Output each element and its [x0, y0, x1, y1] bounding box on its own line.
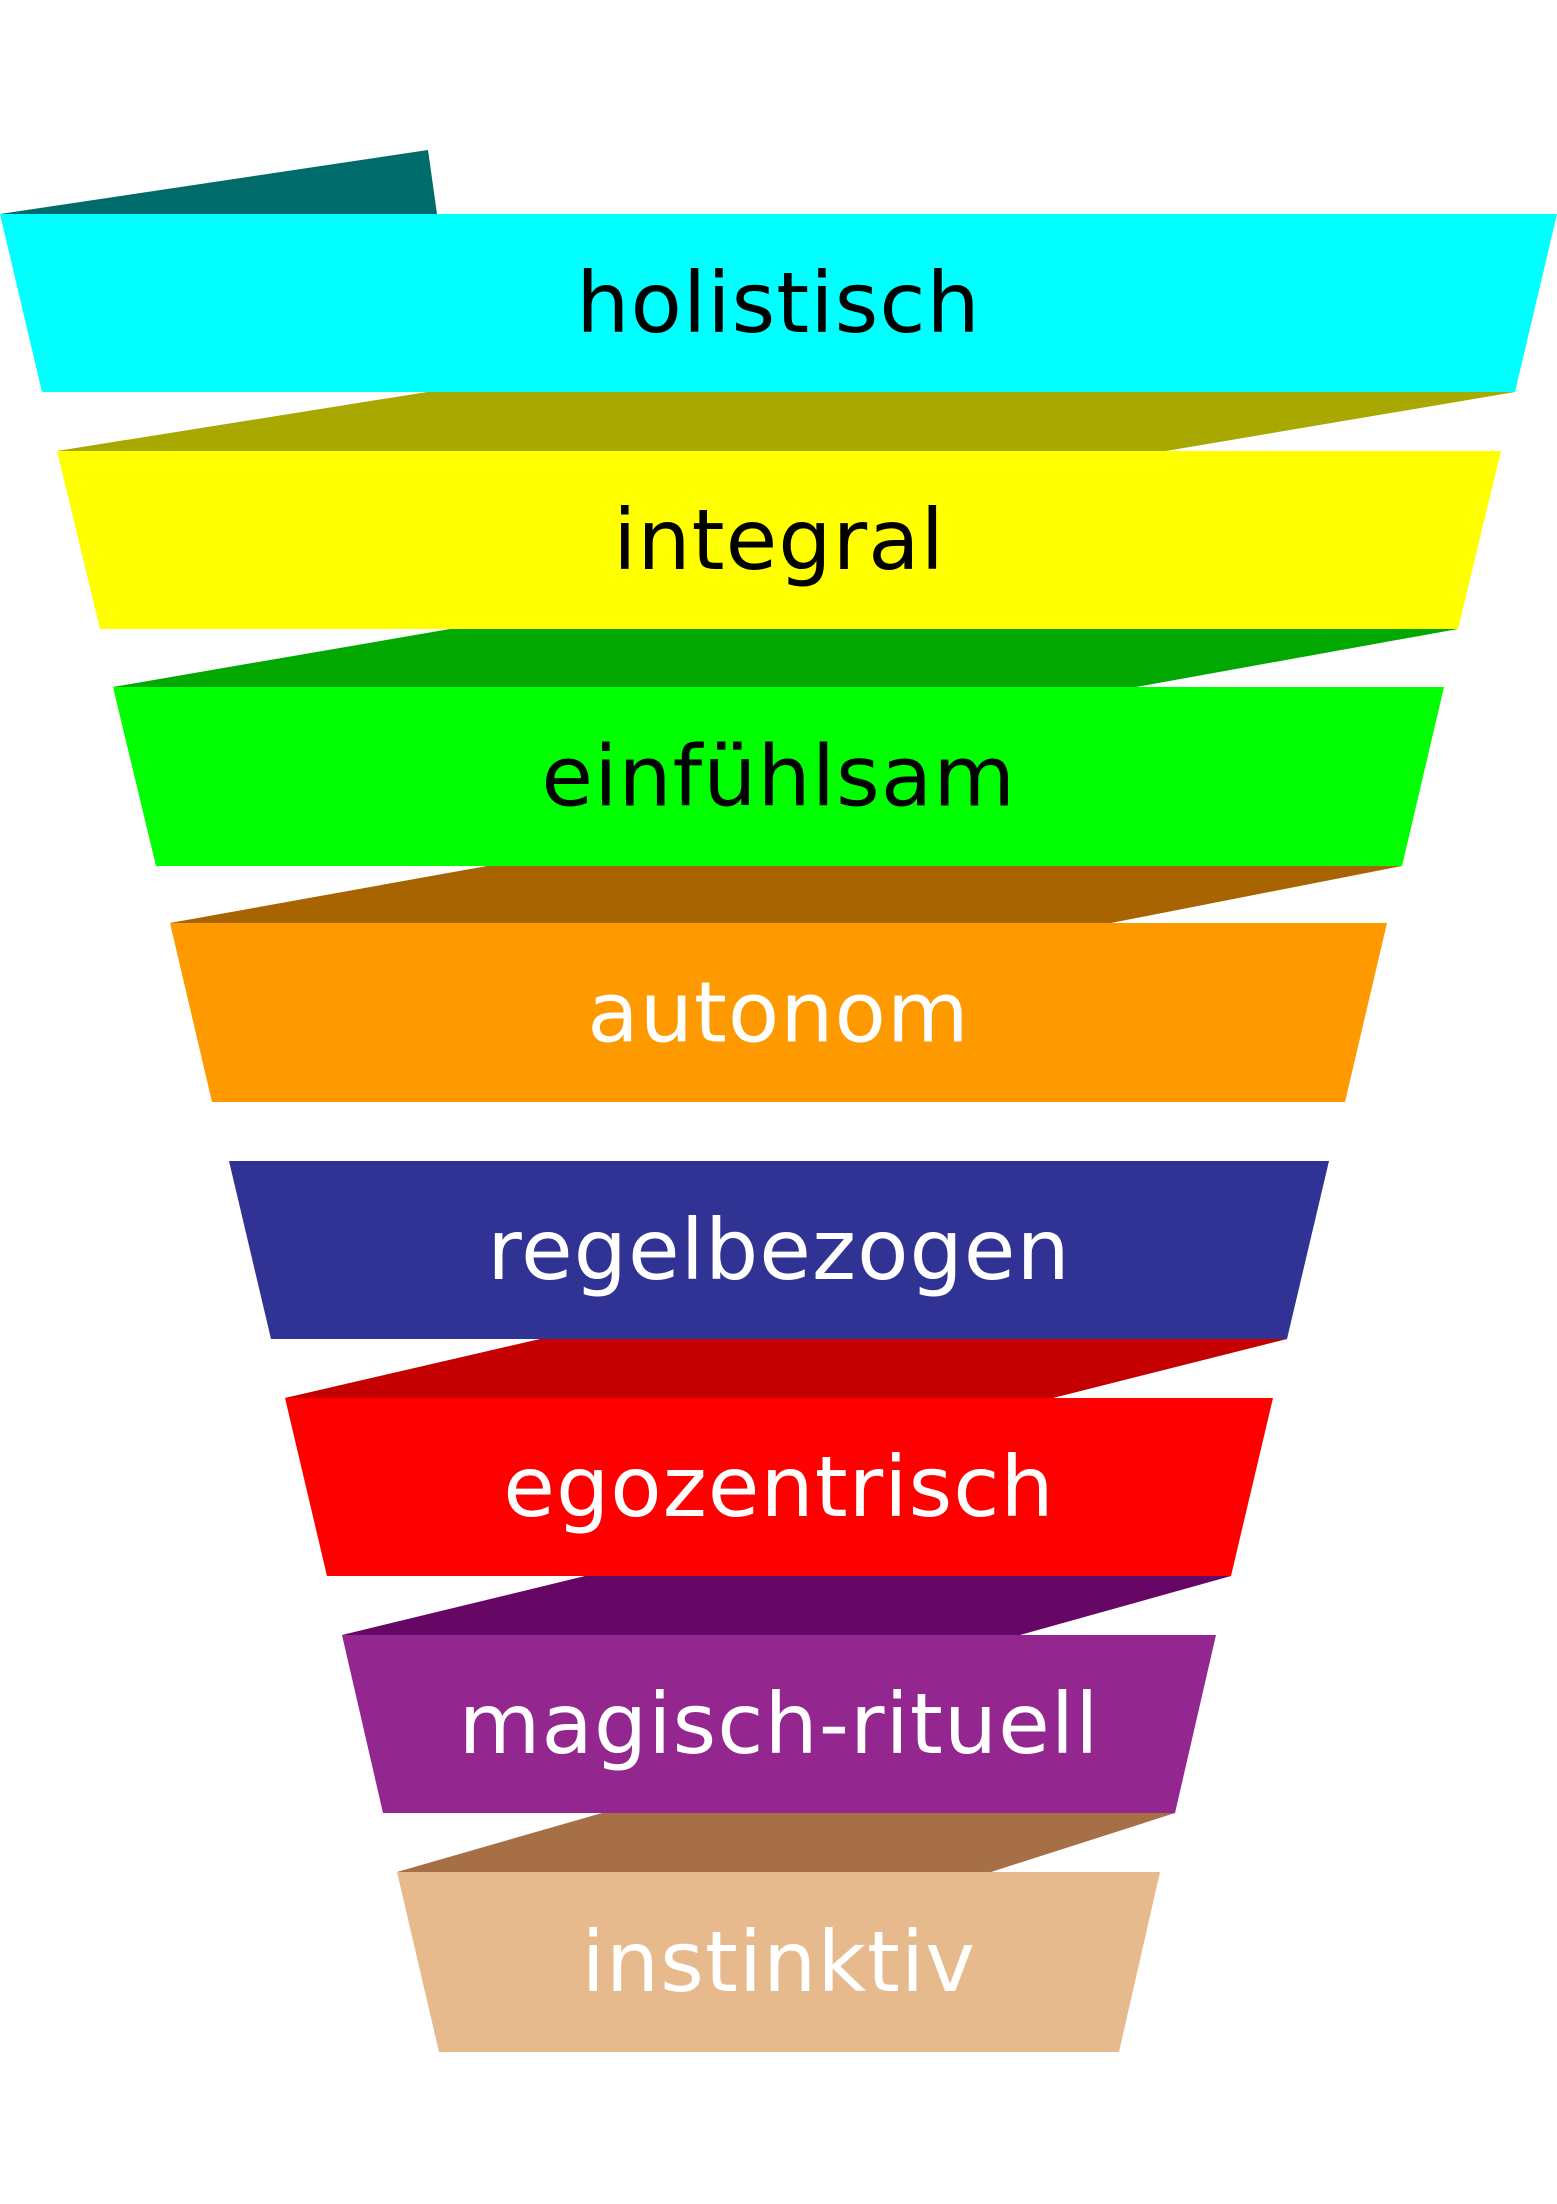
band-face-6: [285, 1398, 1273, 1576]
label-layer: holistisch integral einfühlsam autonom regel…: [459, 254, 1100, 2011]
band-label-3: einfühlsam: [541, 728, 1016, 826]
band-label-6: egozentrisch: [503, 1438, 1054, 1536]
fold-layer: [0, 150, 1515, 1872]
band-label-5: regelbezogen: [487, 1201, 1070, 1299]
band-label-4: autonom: [587, 964, 970, 1062]
band-fold-7: [342, 1576, 1231, 1635]
band-label-2: integral: [613, 491, 945, 589]
band-face-1: [0, 214, 1557, 392]
band-face-5: [229, 1161, 1329, 1339]
band-fold-1: [0, 150, 437, 214]
band-fold-2: [57, 392, 1515, 451]
band-fold-8: [397, 1813, 1175, 1872]
band-face-8: [397, 1872, 1160, 2052]
band-face-4: [170, 923, 1387, 1102]
band-fold-4: [170, 866, 1402, 923]
band-label-7: magisch-rituell: [459, 1675, 1100, 1773]
band-face-7: [342, 1635, 1216, 1813]
band-face-2: [57, 451, 1501, 629]
face-layer: [0, 214, 1557, 2052]
band-fold-6: [285, 1339, 1287, 1398]
band-label-1: holistisch: [576, 254, 981, 352]
band-face-3: [113, 687, 1444, 866]
band-label-8: instinktiv: [582, 1913, 976, 2011]
band-fold-3: [113, 629, 1458, 687]
